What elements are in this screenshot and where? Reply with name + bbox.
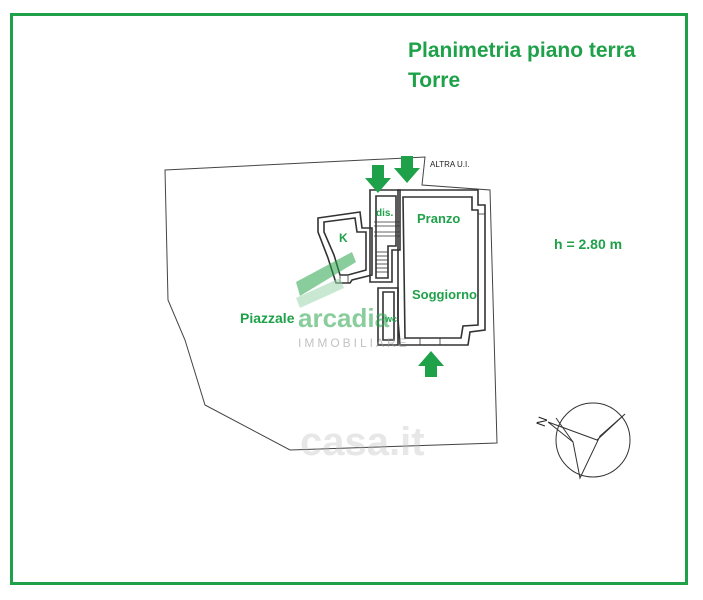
stairs bbox=[376, 251, 388, 273]
watermark-subtitle: IMMOBILIARE bbox=[298, 336, 410, 350]
title-line-2: Torre bbox=[408, 69, 461, 92]
entrance-arrow-3 bbox=[418, 351, 444, 377]
room-label-piazzale: Piazzale bbox=[240, 310, 295, 326]
room-label-wc: wc bbox=[385, 314, 398, 324]
room-label-pranzo: Pranzo bbox=[417, 211, 461, 226]
watermark-site: casa.it bbox=[300, 420, 425, 464]
watermark-brand: arcadia bbox=[298, 303, 390, 333]
title-line-1: Planimetria piano terra bbox=[408, 39, 636, 62]
room-label-soggiorno: Soggiorno bbox=[412, 287, 477, 302]
altra-ui-label: ALTRA U.I. bbox=[430, 160, 470, 169]
building-walls bbox=[317, 189, 486, 346]
plan-title: Planimetria piano terra Torre bbox=[408, 36, 636, 96]
entrance-arrow-2 bbox=[394, 156, 420, 183]
room-label-kitchen: K bbox=[339, 231, 348, 245]
plot-outline bbox=[164, 156, 498, 451]
entrance-arrow-1 bbox=[365, 165, 391, 193]
watermark-logo-mark bbox=[296, 252, 356, 308]
room-label-dis: dis. bbox=[376, 208, 394, 219]
entrance-arrows bbox=[365, 156, 444, 377]
height-note: h = 2.80 m bbox=[554, 236, 623, 252]
plan-frame bbox=[10, 13, 688, 585]
compass-rose bbox=[547, 402, 631, 480]
